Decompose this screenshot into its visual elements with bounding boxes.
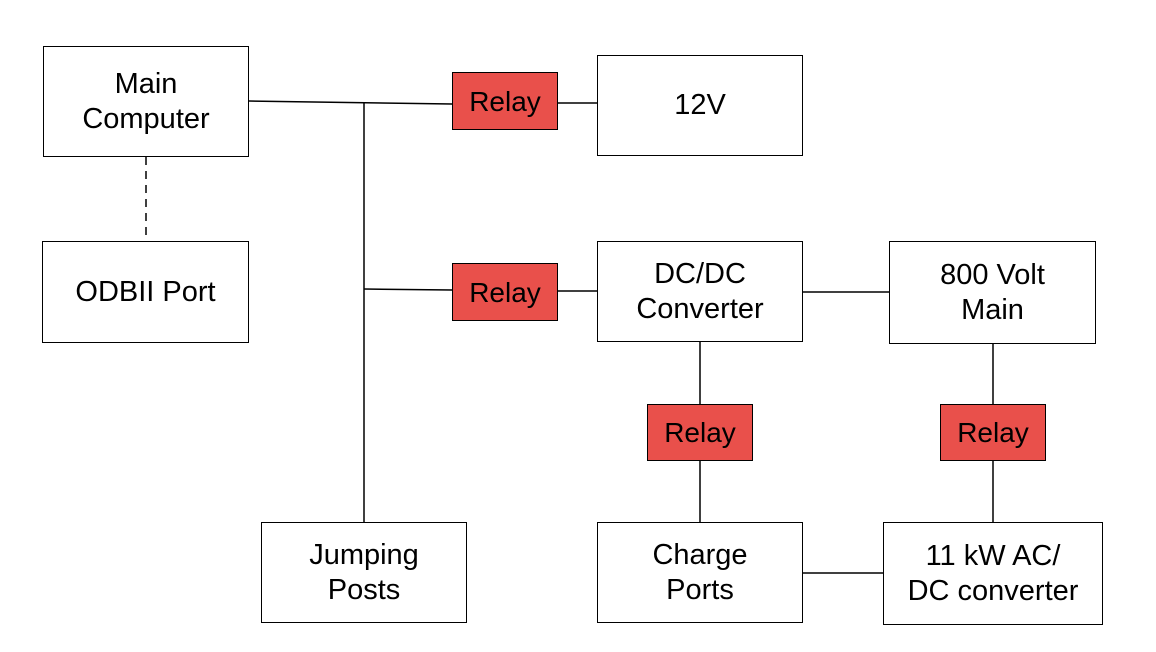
relay-label: Relay [664, 417, 736, 448]
relay-12v: Relay [452, 72, 558, 130]
main-computer-label-2: Computer [82, 102, 210, 135]
main-800v-label-1: 800 Volt [940, 258, 1045, 291]
dcdc-label-1: DC/DC [654, 257, 746, 290]
relay-label: Relay [469, 85, 541, 117]
charge-ports-label-2: Ports [666, 573, 734, 606]
jumping-posts-label-1: Jumping [309, 538, 419, 571]
ac-dc-label-2: DC converter [907, 574, 1079, 607]
v12-label: 12V [674, 89, 726, 121]
ac-dc-converter-box: 11 kW AC/ DC converter [883, 522, 1103, 625]
odbii-port-box: ODBII Port [42, 241, 249, 343]
dcdc-converter-box: DC/DC Converter [597, 241, 803, 342]
relay-label: Relay [469, 276, 541, 308]
main-800v-box: 800 Volt Main [889, 241, 1096, 344]
wire-bus-relay2 [363, 288, 453, 291]
charge-ports-box: Charge Ports [597, 522, 803, 623]
relay-charge: Relay [647, 404, 753, 461]
wire-computer-relay1 [248, 100, 453, 105]
ac-dc-label-1: 11 kW AC/ [925, 539, 1061, 572]
relay-dcdc: Relay [452, 263, 558, 321]
jumping-posts-label-2: Posts [327, 573, 401, 606]
v12-box: 12V [597, 55, 803, 156]
charge-ports-label-1: Charge [652, 538, 748, 571]
main-800v-label-2: Main [961, 293, 1024, 326]
odbii-port-label: ODBII Port [75, 275, 216, 308]
main-computer-label-1: Main [114, 67, 178, 100]
relay-acdc: Relay [940, 404, 1046, 461]
relay-label: Relay [957, 417, 1029, 448]
main-computer-box: Main Computer [43, 46, 249, 157]
jumping-posts-box: Jumping Posts [261, 522, 467, 623]
dcdc-label-2: Converter [636, 292, 764, 325]
